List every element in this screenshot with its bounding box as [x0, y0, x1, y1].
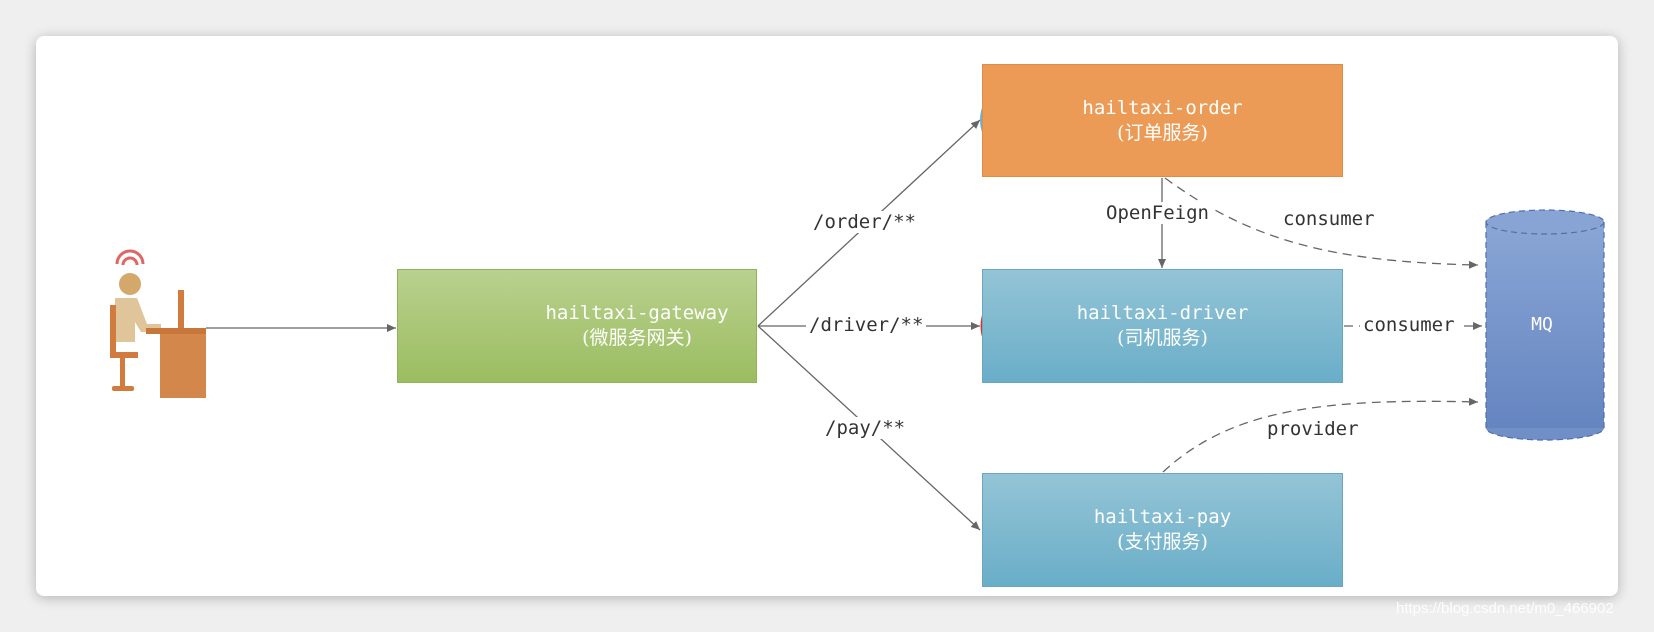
edge-label-pay-provider: provider	[1264, 418, 1362, 440]
watermark: https://blog.csdn.net/m0_466902	[1396, 600, 1614, 617]
gateway-service-box: hailtaxi-gateway (微服务网关)	[397, 269, 757, 383]
pay-service-name: hailtaxi-pay	[1093, 506, 1232, 528]
edge-label-driver-consumer: consumer	[1360, 314, 1458, 336]
driver-service-name: hailtaxi-driver	[1076, 302, 1249, 324]
route-label-driver: /driver/**	[806, 314, 927, 336]
route-label-pay: /pay/**	[822, 417, 909, 439]
gateway-service-desc: (微服务网关)	[582, 327, 692, 349]
gateway-service-name: hailtaxi-gateway	[545, 302, 729, 324]
route-label-order: /order/**	[810, 211, 919, 233]
pay-service-box: hailtaxi-pay (支付服务)	[982, 473, 1343, 587]
driver-service-box: hailtaxi-driver (司机服务)	[982, 269, 1343, 383]
order-service-name: hailtaxi-order	[1082, 96, 1243, 119]
order-service-box: hailtaxi-order (订单服务)	[982, 64, 1343, 177]
edge-label-openfeign: OpenFeign	[1103, 202, 1212, 224]
edge-pay-mq	[1162, 397, 1479, 473]
pay-service-desc: (支付服务)	[1117, 531, 1208, 553]
user-at-desk-icon	[110, 249, 206, 398]
mq-label: MQ	[1531, 314, 1553, 335]
order-service-desc: (订单服务)	[1117, 121, 1208, 144]
edge-order-mq	[1164, 177, 1479, 269]
driver-service-desc: (司机服务)	[1117, 327, 1208, 349]
edge-label-order-consumer: consumer	[1280, 208, 1378, 230]
mq-cylinder	[1485, 209, 1605, 441]
